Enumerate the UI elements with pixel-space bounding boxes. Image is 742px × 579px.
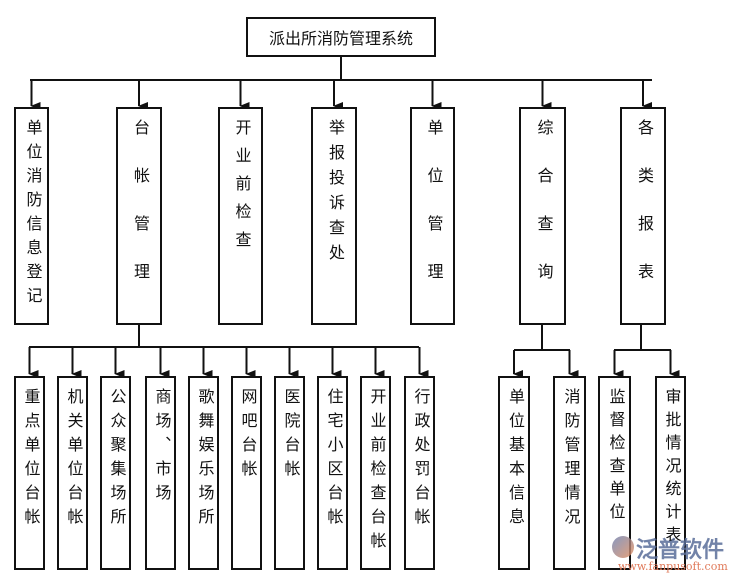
- box-label: 歌舞娱乐场所: [195, 388, 215, 532]
- box-label: 住宅小区台帐: [324, 388, 344, 532]
- level2-box: 综合查询: [519, 107, 566, 325]
- level2-box: 单位消防信息登记: [14, 107, 49, 325]
- box-label: 重点单位台帐: [21, 388, 41, 532]
- box-label: 网吧台帐: [238, 388, 258, 484]
- box-label: 审批情况统计表: [662, 388, 682, 549]
- box-label: 单位消防信息登记: [23, 119, 43, 311]
- ledger-box: 住宅小区台帐: [317, 376, 348, 570]
- box-label: 举报投诉查处: [326, 119, 345, 269]
- watermark-logo-icon: [612, 536, 634, 558]
- report-box: 监督检查单位: [598, 376, 631, 570]
- ledger-box: 医院台帐: [274, 376, 305, 570]
- box-label: 机关单位台帐: [64, 388, 84, 532]
- ledger-box: 机关单位台帐: [57, 376, 88, 570]
- system-title: 派出所消防管理系统: [246, 17, 436, 57]
- ledger-box: 网吧台帐: [231, 376, 262, 570]
- box-label: 公众聚集场所: [107, 388, 127, 532]
- box-label: 单位管理: [424, 119, 444, 311]
- level2-box: 各类报表: [620, 107, 666, 325]
- ledger-box: 公众聚集场所: [100, 376, 131, 570]
- ledger-box: 行政处罚台帐: [404, 376, 435, 570]
- watermark-brand: 泛普软件: [636, 538, 725, 563]
- level2-box: 单位管理: [410, 107, 455, 325]
- ledger-box: 开业前检查台帐: [360, 376, 391, 570]
- box-label: 监督检查单位: [606, 388, 626, 526]
- box-label: 单位基本信息: [506, 388, 525, 532]
- box-label: 医院台帐: [281, 388, 301, 484]
- box-label: 台帐管理: [131, 119, 150, 311]
- report-box: 审批情况统计表: [655, 376, 686, 570]
- box-label: 各类报表: [635, 119, 654, 311]
- box-label: 开业前检查: [232, 119, 252, 259]
- box-label: 商场、市场: [152, 388, 172, 508]
- box-label: 综合查询: [534, 119, 554, 311]
- query-box: 单位基本信息: [498, 376, 530, 570]
- box-label: 开业前检查台帐: [367, 388, 387, 556]
- box-label: 行政处罚台帐: [411, 388, 431, 532]
- level2-box: 举报投诉查处: [311, 107, 357, 325]
- box-label: 消防管理情况: [561, 388, 581, 532]
- ledger-box: 商场、市场: [145, 376, 176, 570]
- query-box: 消防管理情况: [553, 376, 586, 570]
- watermark-url: www.fanpusoft.com: [618, 560, 728, 573]
- level2-box: 开业前检查: [218, 107, 263, 325]
- ledger-box: 重点单位台帐: [14, 376, 45, 570]
- ledger-box: 歌舞娱乐场所: [188, 376, 219, 570]
- level2-box: 台帐管理: [116, 107, 162, 325]
